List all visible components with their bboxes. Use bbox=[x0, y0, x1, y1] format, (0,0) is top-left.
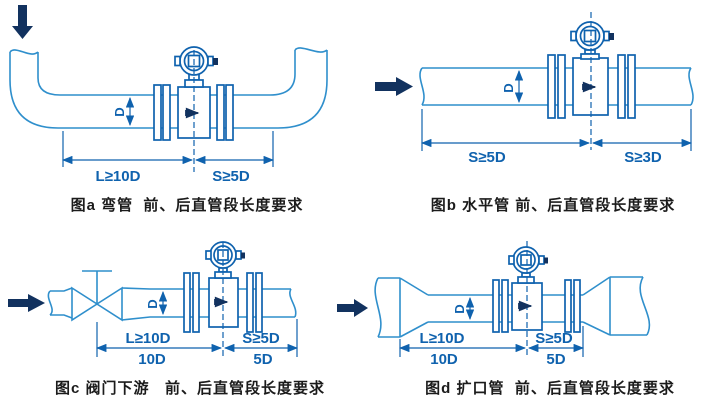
panel-a-bend-pipe-diagram: L≥10D S≥5D D bbox=[9, 5, 328, 185]
dim-label-upstream: L≥10D bbox=[126, 330, 171, 347]
flow-direction-icon bbox=[582, 81, 597, 93]
flow-direction-icon bbox=[214, 296, 229, 308]
valve-body bbox=[95, 286, 123, 322]
flange-left bbox=[492, 279, 500, 333]
flange-left bbox=[162, 84, 171, 141]
dim-label-upstream: S≥5D bbox=[468, 149, 506, 166]
flow-in-arrow-icon bbox=[375, 77, 413, 96]
flange-right bbox=[246, 272, 254, 333]
flowmeter bbox=[492, 246, 581, 333]
caption-panel-d: 图d 扩口管 前、后直管段长度要求 bbox=[425, 380, 675, 397]
reducer-cone bbox=[399, 277, 429, 296]
transmitter-lug bbox=[207, 55, 214, 67]
dim-label-diameter: D bbox=[112, 107, 127, 116]
pipe-break-left bbox=[9, 49, 39, 55]
dim-label-downstream-min: 5D bbox=[546, 351, 565, 368]
flange-left bbox=[501, 279, 509, 333]
transmitter-lug bbox=[174, 55, 181, 67]
transmitter-lug bbox=[603, 30, 610, 42]
transmitter-lug bbox=[538, 255, 545, 265]
dim-label-upstream-min: 10D bbox=[430, 351, 458, 368]
transmitter-collar bbox=[580, 53, 600, 60]
dimensions bbox=[420, 69, 693, 151]
transmitter-lug bbox=[508, 255, 515, 265]
flange-right bbox=[617, 54, 626, 119]
flow-in-arrow-icon bbox=[8, 294, 45, 312]
valve bbox=[71, 270, 123, 322]
transmitter-connector bbox=[241, 252, 245, 259]
flange-right bbox=[255, 272, 263, 333]
transmitter-lug bbox=[235, 250, 242, 260]
flange-left bbox=[547, 54, 556, 119]
dimensions bbox=[398, 296, 585, 357]
transmitter-connector bbox=[213, 58, 218, 65]
transmitter-collar bbox=[517, 276, 535, 284]
expander-cone bbox=[582, 276, 611, 296]
flange-right bbox=[564, 279, 572, 333]
pipe-break-right bbox=[294, 47, 328, 53]
valve-body bbox=[71, 286, 99, 322]
panel-c-valve-downstream-diagram: L≥10D 10D S≥5D 5D D bbox=[8, 241, 299, 368]
flange-left bbox=[153, 84, 162, 141]
dim-label-downstream: S≥3D bbox=[624, 149, 662, 166]
flange-right bbox=[225, 84, 234, 141]
pipe-outline bbox=[9, 47, 328, 129]
transmitter-connector bbox=[544, 257, 548, 264]
transmitter-lug bbox=[205, 250, 212, 260]
pipe-outline bbox=[374, 276, 651, 338]
flow-direction-icon bbox=[518, 300, 533, 312]
dim-label-downstream: S≥5D bbox=[242, 330, 280, 347]
dim-label-upstream: L≥10D bbox=[96, 168, 141, 185]
dim-label-downstream-min: 5D bbox=[253, 351, 272, 368]
pipe-break-left bbox=[47, 290, 53, 316]
caption-panel-b: 图b 水平管 前、后直管段长度要求 bbox=[430, 197, 676, 214]
transmitter-window bbox=[583, 29, 597, 43]
flange-left bbox=[183, 272, 191, 333]
expander-cone bbox=[582, 321, 611, 336]
dim-label-diameter: D bbox=[501, 83, 516, 92]
flange-left bbox=[557, 54, 566, 119]
flow-direction-icon bbox=[185, 107, 200, 119]
panel-b-horizontal-pipe-diagram: S≥5D S≥3D D bbox=[375, 12, 694, 166]
flange-right bbox=[573, 279, 581, 333]
dim-label-downstream: S≥5D bbox=[212, 168, 250, 185]
dim-label-upstream-min: 10D bbox=[138, 351, 166, 368]
pipe-outline bbox=[419, 67, 694, 106]
panel-d-flared-pipe-diagram: L≥10D 10D S≥5D 5D D bbox=[337, 241, 651, 368]
dimensions bbox=[61, 96, 275, 167]
flow-in-arrow-icon bbox=[337, 299, 368, 317]
transmitter-lug bbox=[570, 30, 577, 42]
flange-right bbox=[627, 54, 636, 119]
dim-label-upstream: L≥10D bbox=[420, 330, 465, 347]
pipe-break-left bbox=[374, 277, 382, 338]
caption-panel-a: 图a 弯管 前、后直管段长度要求 bbox=[70, 197, 304, 214]
flow-in-arrow-icon bbox=[12, 5, 33, 39]
pipe-break-left bbox=[419, 67, 425, 106]
dim-label-diameter: D bbox=[452, 304, 467, 313]
pipe-break-right bbox=[289, 288, 297, 318]
reducer-cone bbox=[399, 321, 429, 338]
transmitter-connector bbox=[609, 33, 614, 40]
dim-label-diameter: D bbox=[145, 299, 160, 308]
pipe-break-right bbox=[688, 67, 694, 106]
transmitter-window bbox=[520, 254, 532, 266]
caption-panel-c: 图c 阀门下游 前、后直管段长度要求 bbox=[54, 380, 325, 397]
flange-left bbox=[192, 272, 200, 333]
flange-right bbox=[216, 84, 225, 141]
dim-label-downstream: S≥5D bbox=[535, 330, 573, 347]
dimensions bbox=[95, 290, 299, 357]
pipe-break-right bbox=[639, 276, 651, 336]
